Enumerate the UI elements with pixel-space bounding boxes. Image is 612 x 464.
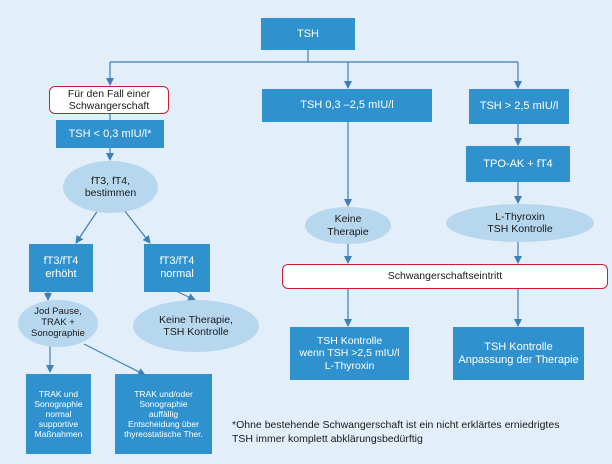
ft-elevated-line-1: fT3/fT4	[43, 255, 79, 268]
tsh-low-label: TSH < 0,3 mIU/l*	[68, 127, 152, 140]
tsh-mid-label: TSH 0,3 –2,5 mIU/l	[300, 99, 394, 112]
trak-normal-box: TRAK und Sonographie normal supportive M…	[26, 374, 91, 454]
l-thyroxin-line-1: L-Thyroxin	[495, 210, 545, 223]
pregnancy-case-line-2: Schwangerschaft	[68, 100, 150, 112]
tsh-box: TSH	[261, 18, 355, 50]
tsh-control-adjust-line-1: TSH Kontrolle	[484, 340, 553, 353]
keine-therapie-ellipse: Keine Therapie	[305, 207, 391, 244]
l-thyroxin-ellipse: L-Thyroxin TSH Kontrolle	[446, 204, 594, 242]
tpo-ak-box: TPO-AK + fT4	[466, 146, 570, 182]
footnote-line-1: *Ohne bestehende Schwangerschaft ist ein…	[232, 419, 560, 431]
trak-normal-line-1: TRAK und	[38, 388, 79, 399]
no-therapy-control-ellipse: Keine Therapie, TSH Kontrolle	[133, 300, 259, 352]
measure-ft-line-2: bestimmen	[84, 187, 137, 199]
measure-ft-line-1: fT3, fT4,	[90, 174, 131, 187]
tsh-control-cond-box: TSH Kontrolle wenn TSH >2,5 mIU/l L-Thyr…	[290, 327, 409, 380]
ft-elevated-box: fT3/fT4 erhöht	[29, 244, 93, 292]
footnote-line-2: TSH immer komplett abklärungsbedürftig	[232, 433, 423, 446]
pregnancy-onset-label: Schwangerschaftseintritt	[387, 270, 503, 283]
trak-abnormal-line-3: auffällig	[148, 408, 179, 419]
trak-abnormal-line-1: TRAK und/oder	[134, 388, 193, 399]
tsh-control-cond-line-3: L-Thyroxin	[324, 359, 375, 372]
ft-normal-line-2: normal	[160, 268, 194, 280]
pregnancy-onset-box: Schwangerschaftseintritt	[282, 264, 608, 289]
ft-elevated-line-2: erhöht	[45, 268, 77, 280]
trak-abnormal-line-2: Sonographie	[139, 398, 188, 409]
tsh-low-box: TSH < 0,3 mIU/l*	[56, 120, 164, 148]
pregnancy-case-line-1: Für den Fall einer	[67, 87, 151, 100]
no-therapy-control-line-2: TSH Kontrolle	[163, 326, 229, 338]
trak-abnormal-line-4: Entscheidung über	[128, 419, 199, 430]
l-thyroxin-line-2: TSH Kontrolle	[487, 223, 553, 235]
jod-pause-line-1: Jod Pause,	[34, 306, 82, 318]
tsh-control-adjust-line-2: Anpassung der Therapie	[458, 353, 579, 366]
trak-normal-line-3: normal	[45, 408, 72, 419]
tsh-high-label: TSH > 2,5 mIU/l	[479, 100, 559, 113]
ft-normal-box: fT3/fT4 normal	[144, 244, 210, 292]
tpo-ak-label: TPO-AK + fT4	[483, 157, 553, 170]
keine-therapie-line-1: Keine	[334, 213, 362, 226]
trak-normal-line-5: Maßnahmen	[34, 429, 83, 440]
trak-normal-line-2: Sonographie	[34, 398, 83, 409]
jod-pause-line-3: Sonographie	[31, 327, 85, 339]
footnote: *Ohne bestehende Schwangerschaft ist ein…	[232, 418, 608, 446]
measure-ft-ellipse: fT3, fT4, bestimmen	[63, 161, 158, 213]
tsh-control-adjust-box: TSH Kontrolle Anpassung der Therapie	[453, 327, 584, 380]
tsh-control-cond-line-2: wenn TSH >2,5 mIU/l	[299, 347, 400, 360]
pregnancy-case-box: Für den Fall einer Schwangerschaft	[49, 86, 169, 114]
ft-normal-line-1: fT3/fT4	[159, 255, 195, 268]
keine-therapie-line-2: Therapie	[327, 225, 369, 238]
jod-pause-line-2: TRAK +	[41, 317, 75, 329]
jod-pause-ellipse: Jod Pause, TRAK + Sonographie	[18, 300, 98, 347]
tsh-high-box: TSH > 2,5 mIU/l	[469, 89, 569, 124]
no-therapy-control-line-1: Keine Therapie,	[159, 313, 233, 326]
tsh-mid-box: TSH 0,3 –2,5 mIU/l	[262, 89, 432, 122]
trak-abnormal-box: TRAK und/oder Sonographie auffällig Ents…	[115, 374, 212, 454]
trak-abnormal-line-5: thyreostatische Ther.	[124, 429, 203, 440]
tsh-control-cond-line-1: TSH Kontrolle	[316, 335, 383, 348]
trak-normal-line-4: supportive	[38, 419, 79, 430]
tsh-label: TSH	[297, 27, 319, 40]
